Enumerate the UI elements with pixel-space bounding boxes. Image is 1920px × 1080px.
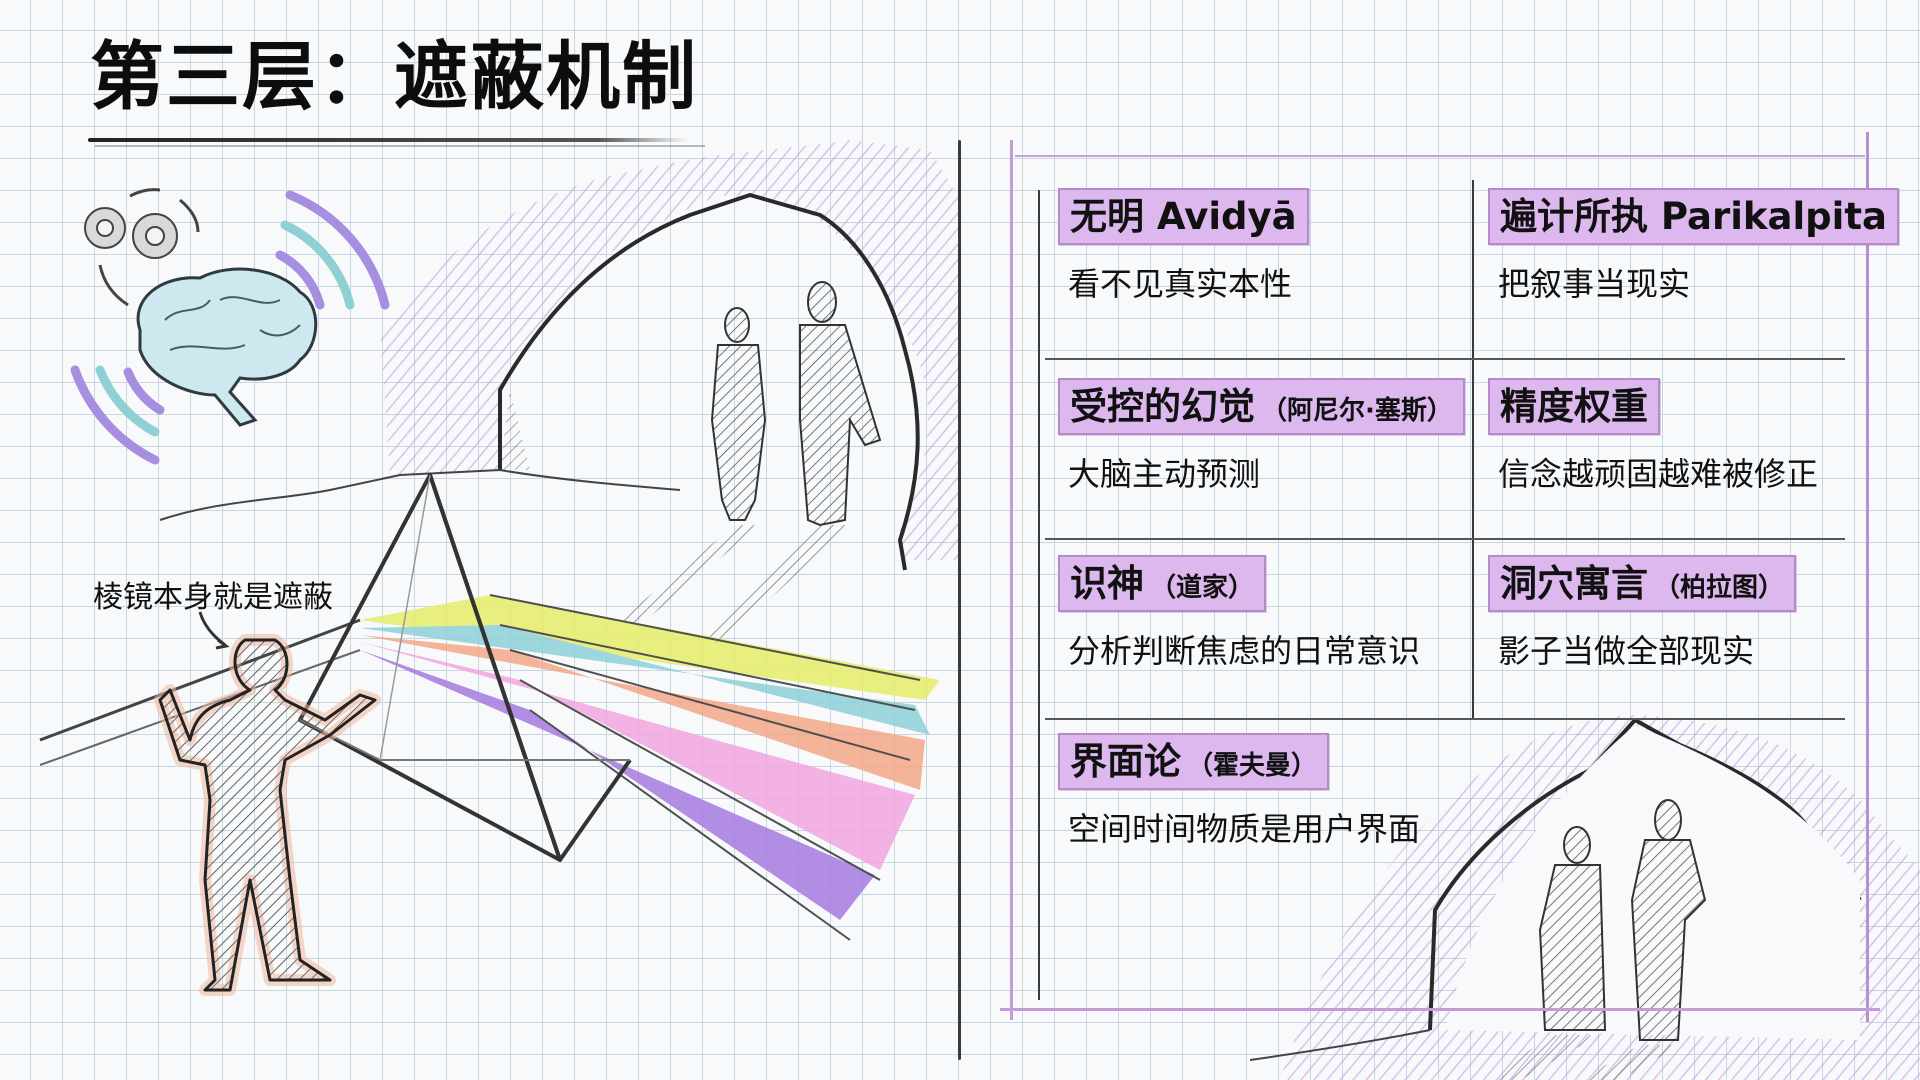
panel-frame-bottom xyxy=(1000,1008,1880,1011)
brain-icon xyxy=(136,267,318,427)
table-line-row3 xyxy=(1045,718,1845,720)
concept-desc: 空间时间物质是用户界面 xyxy=(1068,809,1421,848)
title-underline-shadow xyxy=(95,145,705,147)
table-line-row1 xyxy=(1045,358,1845,360)
concept-attribution: （阿尼尔·塞斯） xyxy=(1261,396,1453,426)
table-line-row2 xyxy=(1045,538,1845,540)
concept-avidya: 无明 Avidyā 看不见真实本性 xyxy=(1058,188,1309,305)
concept-desc: 看不见真实本性 xyxy=(1068,264,1293,303)
gears-icon xyxy=(84,207,178,259)
title-underline xyxy=(88,138,688,142)
concept-desc: 影子当做全部现实 xyxy=(1498,631,1755,670)
concept-desc: 把叙事当现实 xyxy=(1498,264,1691,303)
concept-title: 界面论（霍夫曼） xyxy=(1058,733,1330,790)
vertical-divider xyxy=(958,140,961,1060)
concept-title: 受控的幻觉（阿尼尔·塞斯） xyxy=(1058,378,1465,435)
concept-desc: 信念越顽固越难被修正 xyxy=(1498,454,1819,493)
cave-illustration xyxy=(159,140,960,645)
concept-desc: 分析判断焦虑的日常意识 xyxy=(1068,631,1421,670)
table-line-left xyxy=(1038,190,1040,1000)
light-spectrum xyxy=(360,594,940,941)
prism-illustration xyxy=(39,473,940,941)
concept-title: 识神（道家） xyxy=(1058,555,1267,612)
brain-icon-group xyxy=(70,188,390,465)
concept-controlled-hallucination: 受控的幻觉（阿尼尔·塞斯） 大脑主动预测 xyxy=(1058,378,1465,495)
panel-frame-left xyxy=(1010,140,1013,1020)
concept-cave-allegory: 洞穴寓言（柏拉图） 影子当做全部现实 xyxy=(1488,555,1797,672)
concept-title: 无明 Avidyā xyxy=(1058,188,1309,245)
signal-waves-icon xyxy=(70,190,390,465)
concept-shishen: 识神（道家） 分析判断焦虑的日常意识 xyxy=(1058,555,1420,672)
concept-interface-theory: 界面论（霍夫曼） 空间时间物质是用户界面 xyxy=(1058,733,1420,850)
concept-title: 精度权重 xyxy=(1488,378,1660,435)
panel-frame-right xyxy=(1866,132,1869,1022)
concept-parikalpita: 遍计所执 Parikalpita 把叙事当现实 xyxy=(1488,188,1899,305)
concept-desc: 大脑主动预测 xyxy=(1068,454,1261,493)
callout-arrow xyxy=(198,611,226,647)
concept-title: 遍计所执 Parikalpita xyxy=(1488,188,1899,245)
prism-callout-label: 棱镜本身就是遮蔽 xyxy=(93,580,333,615)
shadow-figures xyxy=(620,281,882,645)
page-title: 第三层：遮蔽机制 xyxy=(90,34,698,120)
observer-figure xyxy=(154,611,381,996)
table-line-middle xyxy=(1472,180,1474,720)
concept-attribution: （道家） xyxy=(1150,573,1255,603)
concept-attribution: （柏拉图） xyxy=(1654,573,1785,603)
concept-precision-weighting: 精度权重 信念越顽固越难被修正 xyxy=(1488,378,1818,495)
concept-title: 洞穴寓言（柏拉图） xyxy=(1488,555,1797,612)
panel-frame-top xyxy=(1015,155,1865,157)
concept-attribution: （霍夫曼） xyxy=(1187,751,1318,781)
